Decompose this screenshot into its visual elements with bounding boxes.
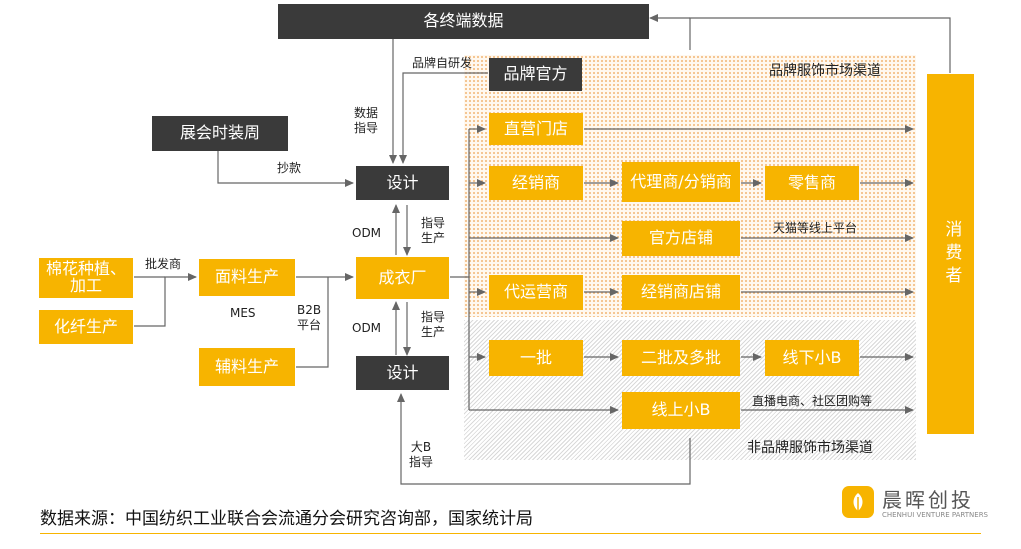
first-batch-node: 一批: [489, 340, 583, 376]
brand-official-node: 品牌官方: [489, 58, 582, 91]
dealer-node: 经销商: [489, 166, 583, 200]
logo-cn-text: 晨晖创投: [882, 488, 974, 512]
brand-rd-label: 品牌自研发: [412, 56, 473, 70]
fabric-node: 面料生产: [199, 259, 295, 296]
design-bottom-node: 设计: [356, 356, 449, 390]
consumer-node: 消费者: [927, 74, 974, 434]
b2b-label: B2B 平台: [297, 303, 322, 332]
retailer-node: 零售商: [765, 166, 859, 200]
direct-store-node: 直营门店: [489, 113, 583, 145]
second-batch-node: 二批及多批: [622, 340, 740, 376]
offline-small-b-node: 线下小B: [765, 340, 859, 376]
terminal-data-node: 各终端数据: [278, 4, 649, 39]
cotton-node: 棉花种植、加工: [39, 258, 133, 298]
logo-en-text: CHENHUI VENTURE PARTNERS: [882, 511, 989, 519]
data-source-note: 数据来源：中国纺织工业联合会流通分会研究咨询部，国家统计局: [40, 509, 533, 529]
dealer-shop-node: 经销商店铺: [622, 275, 740, 310]
mes-label: MES: [230, 306, 256, 320]
design-top-node: 设计: [356, 166, 449, 200]
garment-factory-node: 成衣厂: [356, 257, 449, 299]
fashion-week-node: 展会时装周: [152, 116, 288, 151]
wholesaler-label: 批发商: [145, 257, 182, 271]
brand-channel-label: 品牌服饰市场渠道: [769, 63, 881, 79]
official-shop-node: 官方店铺: [622, 221, 740, 256]
data-guide-label: 数据 指导: [354, 106, 379, 135]
guide-production-bottom-label: 指导 生产: [421, 310, 446, 339]
non-brand-channel-label: 非品牌服饰市场渠道: [747, 440, 873, 456]
tp-operator-node: 代运营商: [489, 275, 583, 310]
accessories-node: 辅料生产: [199, 348, 295, 386]
agent-node: 代理商/分销商: [622, 162, 740, 202]
live-commerce-label: 直播电商、社区团购等: [752, 394, 873, 408]
copy-style-label: 抄款: [277, 161, 302, 175]
footer-divider: [40, 533, 981, 534]
company-logo: 晨晖创投 CHENHUI VENTURE PARTNERS: [842, 484, 1012, 526]
guide-production-top-label: 指导 生产: [421, 216, 446, 245]
leaf-icon: [842, 486, 874, 518]
tmall-label: 天猫等线上平台: [773, 221, 858, 235]
chemical-fiber-node: 化纤生产: [39, 310, 133, 344]
odm-top-label: ODM: [352, 226, 382, 240]
big-b-guide-label: 大B 指导: [409, 440, 434, 469]
odm-bottom-label: ODM: [352, 321, 382, 335]
online-small-b-node: 线上小B: [622, 392, 740, 429]
